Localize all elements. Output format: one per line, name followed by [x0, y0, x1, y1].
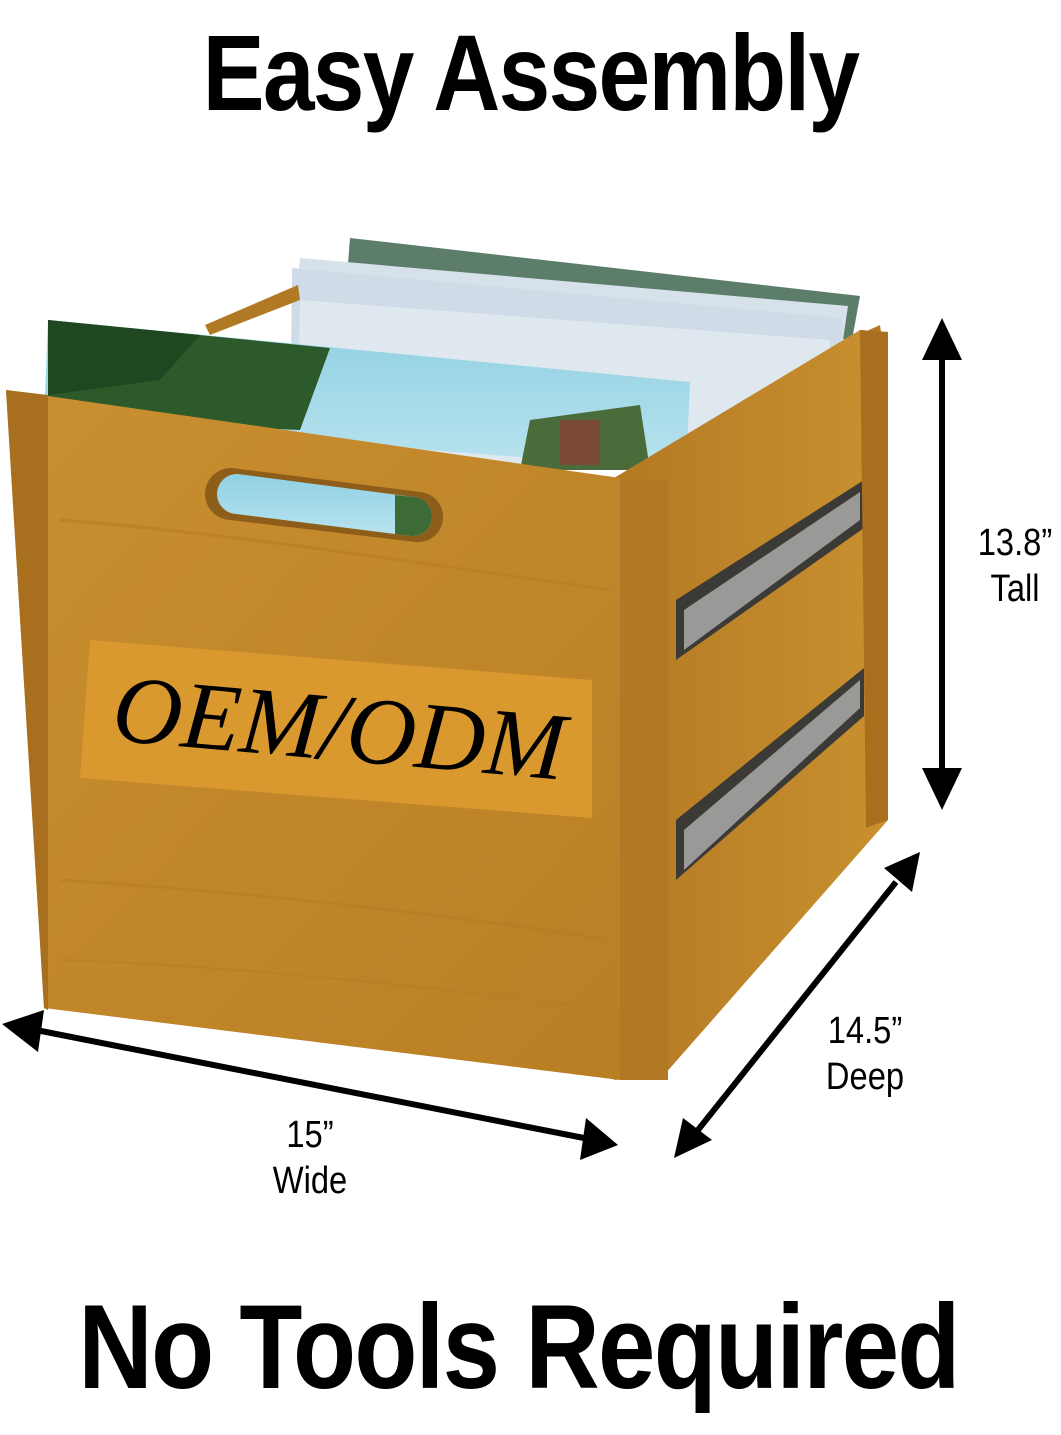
handle-cutout	[205, 467, 444, 543]
height-label: Tall	[990, 568, 1040, 610]
depth-label: Deep	[825, 1056, 905, 1098]
height-dimension: 13.8” Tall	[968, 520, 1061, 612]
headline-title: Easy Assembly	[202, 12, 860, 133]
depth-dimension: 14.5” Deep	[809, 1008, 921, 1100]
width-value: 15”	[286, 1114, 334, 1156]
depth-arrow	[674, 852, 920, 1158]
crate-front-panel: OEM/ODM	[6, 390, 668, 1080]
crate-side-panel	[614, 330, 888, 1080]
width-label: Wide	[272, 1160, 348, 1202]
width-arrow	[2, 1010, 618, 1160]
headline-subtitle: No Tools Required	[78, 1280, 960, 1414]
height-value: 13.8”	[977, 522, 1053, 564]
oem-label-panel	[80, 640, 592, 818]
depth-value: 14.5”	[827, 1010, 903, 1052]
vinyl-records	[44, 238, 860, 470]
height-arrow	[922, 318, 962, 810]
width-dimension: 15” Wide	[254, 1112, 366, 1204]
